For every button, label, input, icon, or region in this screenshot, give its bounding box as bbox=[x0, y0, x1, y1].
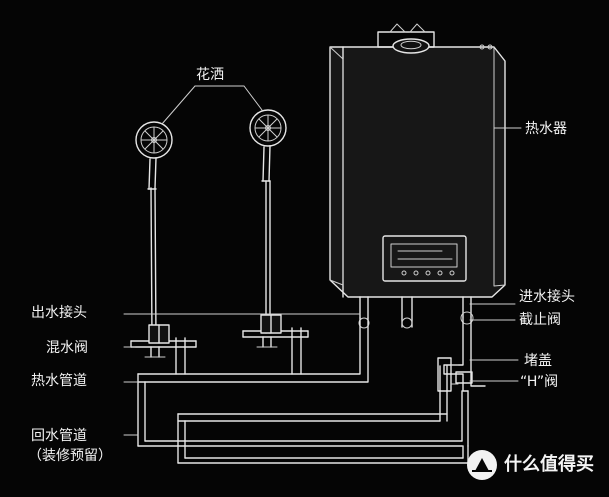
label-hot-water-pipe: 热水管道 bbox=[31, 373, 87, 389]
left-shower-head-icon bbox=[135, 121, 173, 190]
label-outlet-connector: 出水接头 bbox=[31, 305, 87, 321]
label-water-heater: 热水器 bbox=[525, 121, 567, 137]
label-mixing-valve: 混水阀 bbox=[46, 340, 88, 356]
water-heater-icon bbox=[329, 23, 506, 329]
right-shower-head-icon bbox=[249, 109, 287, 182]
watermark-text: 什么值得买 bbox=[504, 454, 594, 475]
callout-lines bbox=[123, 85, 522, 436]
shower-hoses bbox=[150, 180, 271, 341]
label-plug-cap: 堵盖 bbox=[524, 353, 552, 369]
left-mixing-valve-icon bbox=[130, 324, 197, 375]
label-inlet-connector: 进水接头 bbox=[519, 289, 575, 305]
plumbing-lines bbox=[137, 316, 486, 464]
smzdm-watermark: 什么值得买 bbox=[467, 450, 594, 480]
right-mixing-valve-icon bbox=[242, 314, 309, 375]
label-shower: 花洒 bbox=[196, 67, 224, 83]
label-return-pipe: 回水管道 bbox=[31, 428, 87, 444]
smzdm-logo-icon bbox=[467, 450, 497, 480]
label-reserved-note: （装修预留） bbox=[28, 448, 112, 464]
label-h-valve: “H”阀 bbox=[520, 374, 559, 390]
label-shutoff-valve: 截止阀 bbox=[519, 312, 561, 328]
